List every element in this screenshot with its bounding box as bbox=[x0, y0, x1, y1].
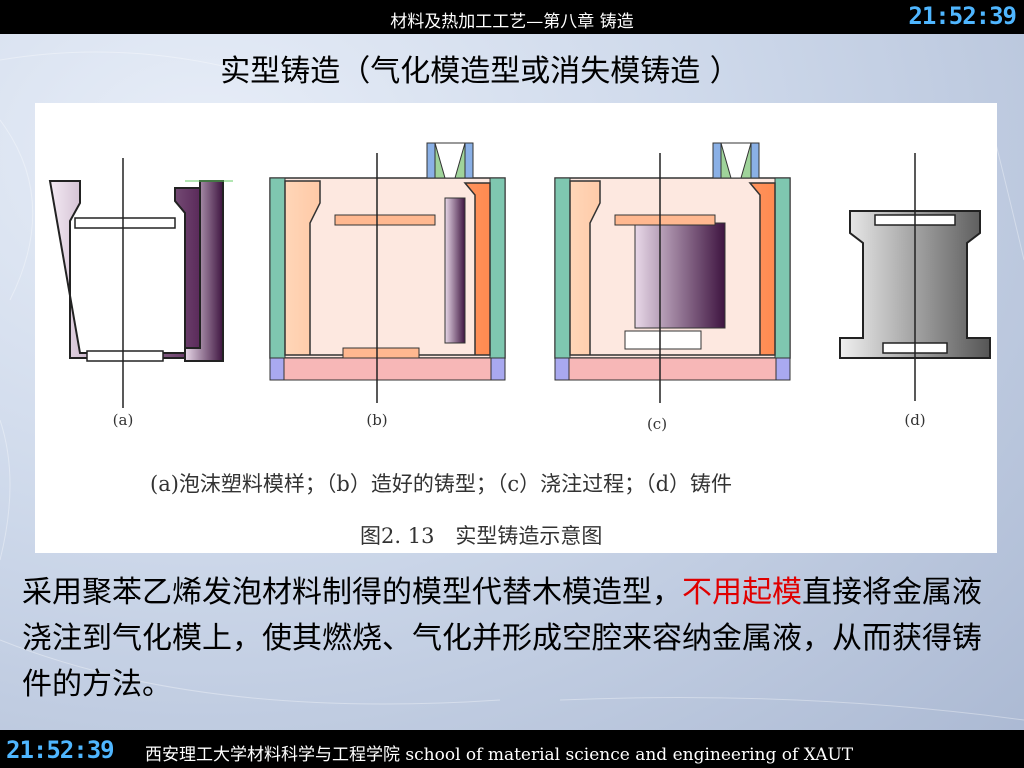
body-paragraph: 采用聚苯乙烯发泡材料制得的模型代替木模造型，不用起模直接将金属液浇注到气化模上，… bbox=[22, 570, 997, 708]
figure-b-mold bbox=[269, 142, 506, 403]
label-b: (b) bbox=[366, 411, 387, 429]
body-text-highlight: 不用起模 bbox=[682, 575, 802, 610]
clock-bottom: 21:52:39 bbox=[6, 736, 115, 764]
figure-c-pouring bbox=[554, 142, 791, 403]
course-title: 材料及热加工工艺—第八章 铸造 bbox=[390, 12, 634, 32]
figure-caption: (a)泡沫塑料模样；（b）造好的铸型；（c）浇注过程；（d）铸件 bbox=[150, 472, 732, 496]
label-a: (a) bbox=[113, 411, 134, 429]
figure-title: 图2. 13 实型铸造示意图 bbox=[360, 524, 602, 548]
body-text-part1: 采用聚苯乙烯发泡材料制得的模型代替木模造型， bbox=[22, 575, 682, 610]
slide-heading: 实型铸造（气化模造型或消失模铸造 ） bbox=[220, 54, 740, 89]
label-c: (c) bbox=[647, 415, 667, 433]
casting-figure: (a) (b) (c) (d) (a)泡沫塑料模样；（b）造好的铸型；（c）浇注… bbox=[35, 103, 997, 553]
body-text-part2: 直接将金属液浇注到气化模上，使其燃烧、气化并形成空腔来容纳金属液，从而获得铸件的… bbox=[22, 575, 982, 702]
top-bar: 材料及热加工工艺—第八章 铸造 21:52:39 bbox=[0, 0, 1024, 34]
clock-top: 21:52:39 bbox=[908, 2, 1017, 30]
label-d: (d) bbox=[904, 411, 925, 429]
footer-text: 西安理工大学材料科学与工程学院 school of material scien… bbox=[145, 745, 854, 765]
bottom-bar: 西安理工大学材料科学与工程学院 school of material scien… bbox=[0, 730, 1024, 768]
figure-a-pattern bbox=[48, 158, 233, 408]
figure-d-casting bbox=[839, 153, 991, 401]
